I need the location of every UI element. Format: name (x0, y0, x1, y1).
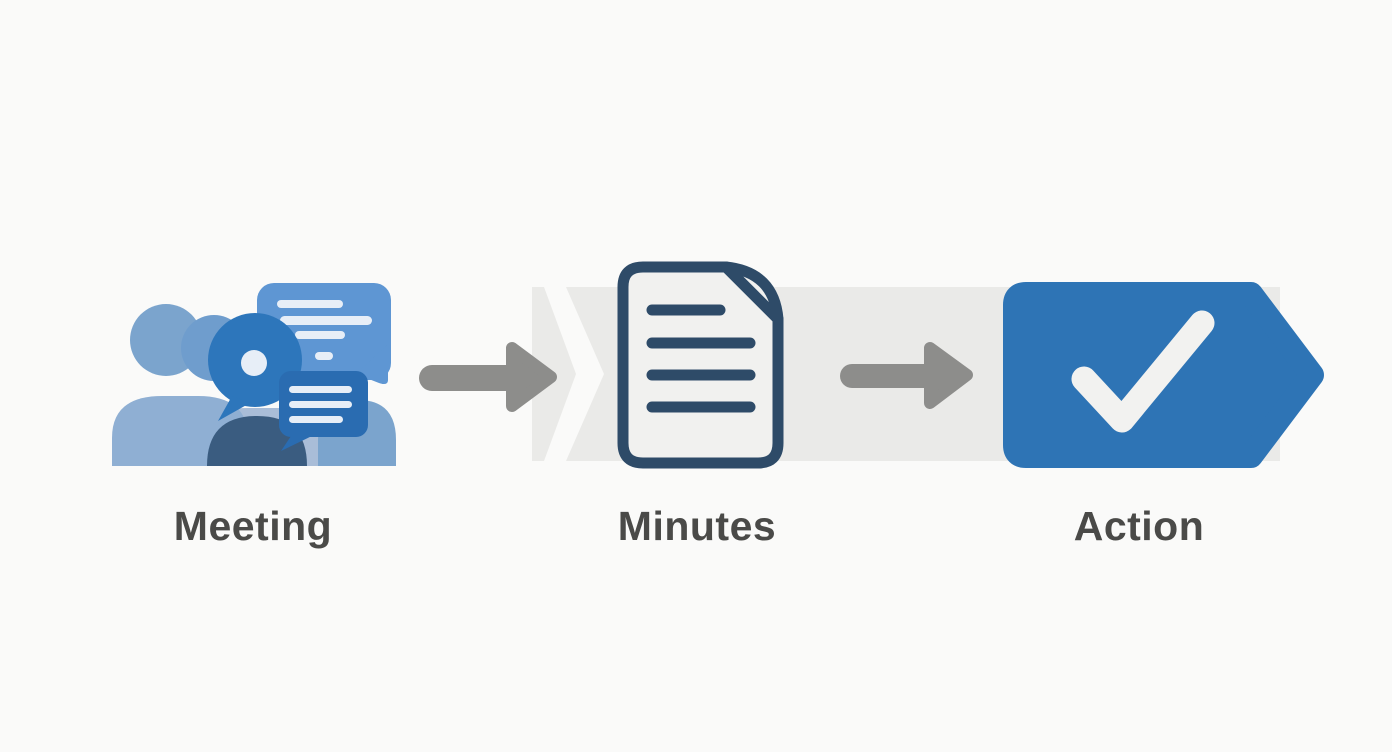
people-discussion-icon (112, 283, 396, 466)
step-label-minutes: Minutes (617, 503, 777, 549)
document-icon (617, 261, 784, 469)
step-label-action: Action (1073, 503, 1205, 549)
arrow-right-icon (419, 342, 557, 412)
step-label-meeting: Meeting (173, 503, 333, 549)
checkmark-icon (1003, 282, 1324, 468)
arrow-right-icon (840, 342, 973, 409)
